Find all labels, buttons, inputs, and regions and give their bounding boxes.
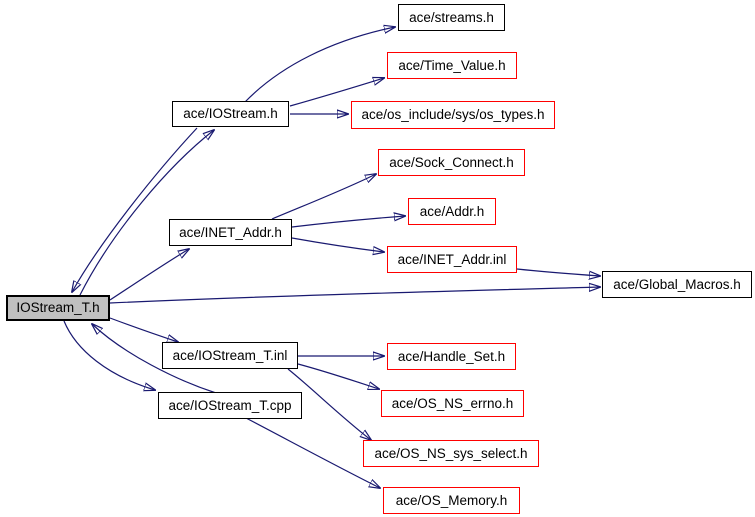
- node-iostream-t-h: IOStream_T.h: [6, 295, 110, 321]
- edge-ace-inet-addr-h-to-ace-addr-h: [291, 216, 405, 228]
- edge-ace-iostream-h-to-iostream-t-h: [72, 127, 198, 292]
- edge-ace-inet-addr-inl-to-ace-global-macros-h: [516, 268, 600, 276]
- node-ace-iostream-h[interactable]: ace/IOStream.h: [172, 101, 289, 127]
- node-ace-os-types-h[interactable]: ace/os_include/sys/os_types.h: [351, 101, 555, 129]
- edge-ace-inet-addr-h-to-ace-sock-connect-h: [271, 174, 376, 220]
- edge-iostream-t-h-to-ace-iostream-h: [79, 130, 214, 296]
- node-ace-global-macros-h[interactable]: ace/Global_Macros.h: [602, 271, 752, 298]
- edge-iostream-t-h-to-ace-inet-addr-h: [109, 249, 189, 301]
- edge-ace-iostream-t-cpp-to-ace-os-memory-h: [245, 417, 380, 488]
- edge-ace-iostream-t-inl-to-ace-os-ns-errno-h: [297, 363, 379, 389]
- node-ace-streams-h[interactable]: ace/streams.h: [398, 4, 505, 31]
- node-ace-sock-connect-h[interactable]: ace/Sock_Connect.h: [378, 149, 525, 176]
- node-ace-inet-addr-inl[interactable]: ace/INET_Addr.inl: [387, 246, 517, 273]
- node-ace-addr-h[interactable]: ace/Addr.h: [408, 198, 496, 225]
- edge-ace-iostream-t-cpp-to-iostream-t-h: [92, 324, 217, 394]
- edge-ace-iostream-h-to-ace-streams-h: [244, 27, 395, 103]
- node-ace-os-ns-errno-h[interactable]: ace/OS_NS_errno.h: [381, 390, 524, 417]
- node-ace-os-ns-sys-select-h[interactable]: ace/OS_NS_sys_select.h: [363, 440, 539, 467]
- node-ace-iostream-t-inl[interactable]: ace/IOStream_T.inl: [162, 342, 298, 369]
- node-ace-time-value-h[interactable]: ace/Time_Value.h: [387, 52, 517, 79]
- node-ace-handle-set-h[interactable]: ace/Handle_Set.h: [387, 343, 516, 370]
- node-ace-iostream-t-cpp[interactable]: ace/IOStream_T.cpp: [158, 392, 302, 419]
- edge-ace-inet-addr-h-to-ace-inet-addr-inl: [291, 237, 384, 252]
- edge-iostream-t-h-to-ace-iostream-t-inl: [109, 317, 178, 342]
- edge-iostream-t-h-to-ace-global-macros-h: [109, 287, 600, 304]
- edge-ace-iostream-t-inl-to-ace-os-ns-sys-select-h: [287, 368, 371, 440]
- edge-ace-iostream-h-to-ace-time-value-h: [289, 78, 384, 107]
- node-ace-os-memory-h[interactable]: ace/OS_Memory.h: [383, 487, 520, 514]
- edge-iostream-t-h-to-ace-iostream-t-cpp: [63, 320, 155, 390]
- node-ace-inet-addr-h[interactable]: ace/INET_Addr.h: [169, 219, 292, 246]
